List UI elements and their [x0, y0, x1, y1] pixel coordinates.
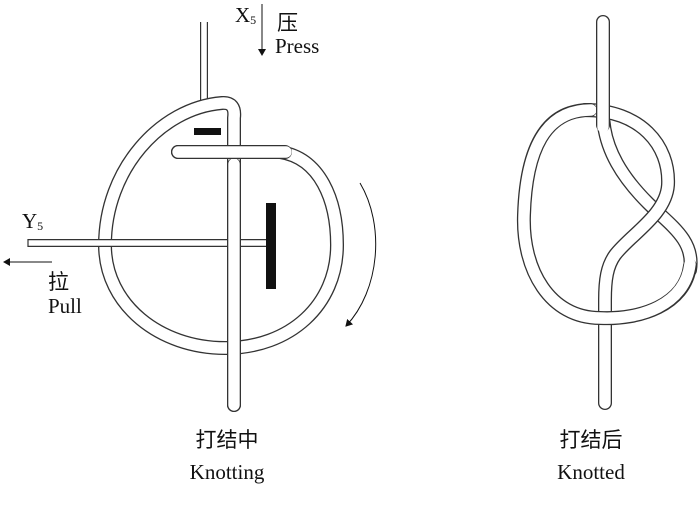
pull-axis-letter: Y	[22, 209, 38, 233]
knot-return-strand	[578, 103, 676, 410]
press-gripper-bar	[194, 128, 221, 135]
press-axis-label: X5	[235, 3, 257, 27]
knotted-caption-cn: 打结后	[559, 428, 623, 452]
pull-label-cn: 拉	[48, 270, 69, 294]
pull-gripper-bar	[266, 203, 276, 289]
wire-loop	[98, 95, 344, 412]
knotting-caption-cn: 打结中	[195, 428, 259, 452]
rotation-arrow	[345, 182, 377, 327]
press-label-cn: 压	[277, 11, 298, 35]
press-axis-letter: X	[235, 3, 251, 27]
knot-outer-loop	[516, 103, 697, 326]
knotted-caption-en: Knotted	[557, 460, 625, 484]
knot-diagonal-strand	[596, 105, 698, 277]
press-label-en: Press	[275, 34, 320, 58]
pull-label-en: Pull	[48, 294, 82, 318]
knotting-caption-en: Knotting	[189, 460, 265, 484]
pull-axis-subscript: 5	[37, 219, 44, 233]
press-axis-subscript: 5	[250, 13, 257, 27]
pull-axis-label: Y5	[22, 209, 44, 233]
